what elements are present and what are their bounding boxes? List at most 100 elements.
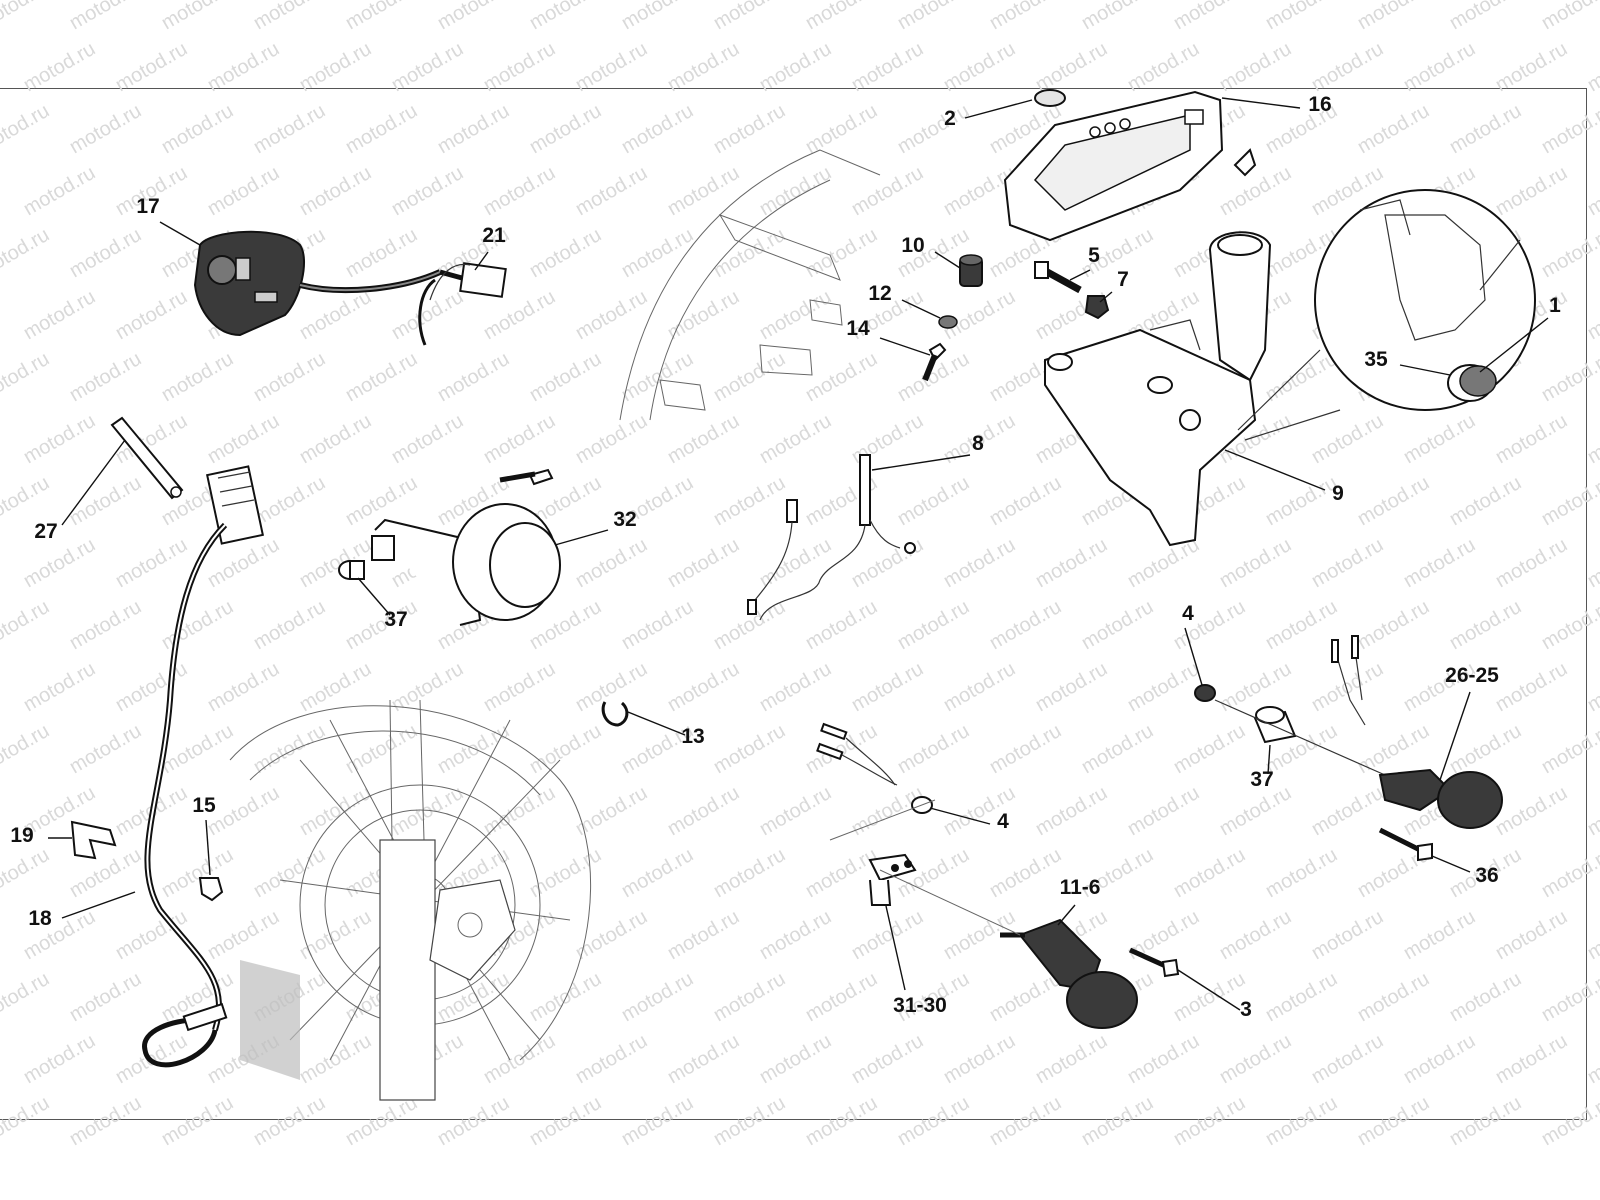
watermark-text: motod.ru [1078,1092,1157,1151]
watermark-text: motod.ru [1170,1092,1249,1151]
watermark-text: motod.ru [1262,596,1341,655]
callout-label: 4 [1182,602,1194,625]
spring-clip [601,701,629,727]
watermark-text: motod.ru [112,534,191,593]
watermark-text: motod.ru [526,100,605,159]
callout-leader-line [1184,627,1203,686]
watermark-text: motod.ru [158,596,237,655]
callout-label: 37 [384,608,407,631]
callout-label: 19 [10,824,33,847]
watermark-text: motod.ru [940,286,1019,345]
watermark-text: motod.ru [802,968,881,1027]
callout-label: 3 [1240,998,1252,1021]
watermark-text: motod.ru [158,844,237,903]
callout-label: 17 [136,195,159,218]
watermark-text: motod.ru [618,1092,697,1151]
watermark-text: motod.ru [986,844,1065,903]
watermark-text: motod.ru [1032,38,1111,97]
watermark-text: motod.ru [296,906,375,965]
watermark-text: motod.ru [204,162,283,221]
cable-clip [70,820,117,860]
watermark-text: motod.ru [1584,286,1600,345]
watermark-text: motod.ru [296,286,375,345]
wiring-harness [747,454,916,621]
watermark-text: motod.ru [664,534,743,593]
watermark-text: motod.ru [1262,348,1341,407]
watermark-text: motod.ru [0,596,53,655]
watermark-text: motod.ru [66,0,145,34]
watermark-text: motod.ru [480,38,559,97]
watermark-text: motod.ru [1584,162,1600,221]
callout-leader-line [1267,744,1271,775]
watermark-text: motod.ru [526,720,605,779]
watermark-text: motod.ru [986,0,1065,34]
callout-label: 31-30 [893,994,947,1017]
left-handlebar-switch [193,230,442,337]
watermark-text: motod.ru [940,658,1019,717]
rubber-grommet-right [1194,684,1216,702]
watermark-text: motod.ru [1124,38,1203,97]
watermark-text: motod.ru [0,844,53,903]
horn [371,468,561,626]
callout-leader-line [964,99,1033,119]
callout-label: 26-25 [1445,664,1499,687]
watermark-text: motod.ru [296,410,375,469]
watermark-text: motod.ru [710,348,789,407]
watermark-text: motod.ru [0,720,53,779]
watermark-text: motod.ru [1124,1030,1203,1089]
rubber-mount [959,254,983,287]
watermark-text: motod.ru [204,906,283,965]
callout-leader-line [1057,904,1076,926]
callout-leader-line [1439,691,1471,781]
callout-label: 16 [1308,93,1331,116]
watermark-text: motod.ru [986,720,1065,779]
watermark-text: motod.ru [572,410,651,469]
watermark-text: motod.ru [664,658,743,717]
watermark-text: motod.ru [572,906,651,965]
watermark-text: motod.ru [1446,472,1525,531]
watermark-text: motod.ru [1216,1030,1295,1089]
horn-spacer [338,560,365,580]
watermark-text: motod.ru [20,38,99,97]
watermark-text: motod.ru [894,1092,973,1151]
watermark-text: motod.ru [710,0,789,34]
watermark-text: motod.ru [1538,100,1600,159]
watermark-text: motod.ru [1584,410,1600,469]
watermark-text: motod.ru [480,658,559,717]
watermark-text: motod.ru [1538,348,1600,407]
watermark-text: motod.ru [1308,906,1387,965]
callout-leader-line [1224,449,1326,491]
watermark-text: motod.ru [1124,906,1203,965]
watermark-text: motod.ru [66,100,145,159]
front-wheel-outline [229,699,592,1101]
watermark-text: motod.ru [158,348,237,407]
watermark-text: motod.ru [1032,658,1111,717]
watermark-text: motod.ru [940,1030,1019,1089]
watermark-text: motod.ru [1354,968,1433,1027]
callout-label: 12 [868,282,891,305]
watermark-text: motod.ru [986,1092,1065,1151]
callout-label: 21 [482,224,506,247]
watermark-text: motod.ru [1492,38,1571,97]
callout-label: 32 [613,508,636,531]
watermark-text: motod.ru [1124,658,1203,717]
watermark-text: motod.ru [1400,38,1479,97]
watermark-text: motod.ru [894,596,973,655]
watermark-text: motod.ru [250,472,329,531]
watermark-text: motod.ru [1354,596,1433,655]
watermark-text: motod.ru [756,658,835,717]
callout-label: 7 [1117,268,1129,291]
watermark-text: motod.ru [848,38,927,97]
callout-leader-line [1399,364,1451,376]
watermark-text: motod.ru [1446,596,1525,655]
watermark-text: motod.ru [1354,0,1433,34]
callout-label: 13 [681,725,704,748]
watermark-text: motod.ru [1032,782,1111,841]
watermark-text: motod.ru [618,844,697,903]
watermark-text: motod.ru [296,1030,375,1089]
watermark-text: motod.ru [710,1092,789,1151]
watermark-text: motod.ru [0,0,53,34]
watermark-text: motod.ru [1400,906,1479,965]
bracket-nut [1084,295,1110,320]
watermark-text: motod.ru [66,720,145,779]
